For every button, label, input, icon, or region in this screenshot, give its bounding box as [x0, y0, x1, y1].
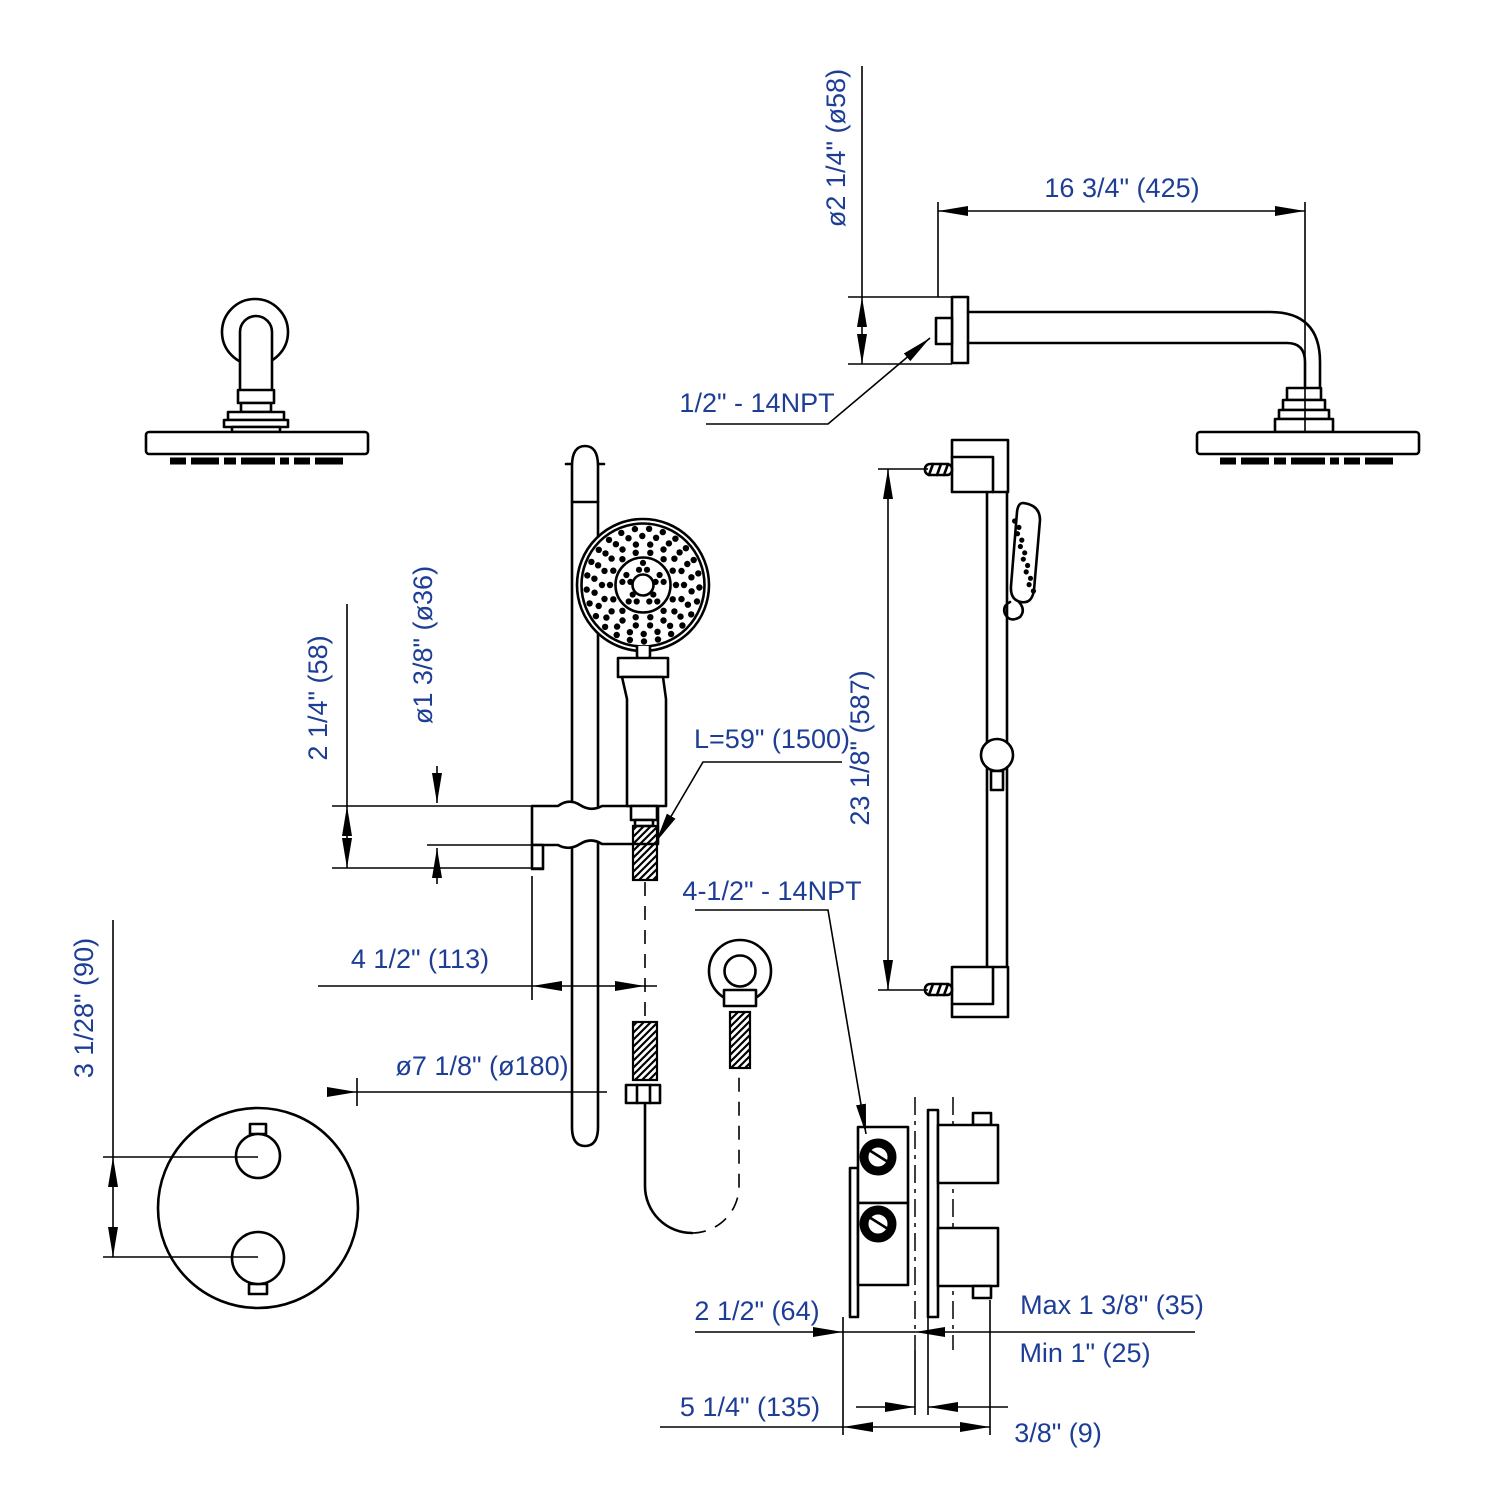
slider-lock-knob — [979, 737, 1015, 773]
bottom-wall-bracket — [950, 965, 1010, 1019]
slide-bar-side-tube — [985, 490, 1009, 969]
valve-trim-plate-edge — [926, 1108, 940, 1319]
wall-flange-plate — [950, 295, 970, 365]
hand-shower-face-inner — [614, 556, 672, 614]
hand-shower-front-view — [575, 517, 711, 882]
dim-outlet-thread: 4-1/2" - 14NPT — [682, 876, 861, 906]
shower-head-disc-side — [1195, 430, 1421, 456]
hand-shower-hose — [624, 882, 740, 1235]
hand-shower-handle — [620, 675, 668, 808]
hose-thread-mid — [631, 1020, 659, 1082]
valve-side-view — [848, 1097, 1000, 1350]
valve-trim-front-view — [103, 1106, 360, 1310]
hand-shower-side-spray-dots — [1012, 518, 1036, 594]
dim-plate-thickness: 3/8" (9) — [1014, 1418, 1102, 1448]
dim-holder-offset: 4 1/2" (113) — [351, 944, 489, 974]
dim-slidebar-length: 23 1/8" (587) — [845, 670, 875, 825]
dim-trim-diameter: ø7 1/8" (ø180) — [395, 1051, 568, 1081]
hand-shower-neck — [616, 656, 670, 679]
hand-shower-center-jets — [619, 559, 667, 605]
dim-valve-depth: 2 1/2" (64) — [694, 1296, 819, 1326]
dim-wall-max: Max 1 3/8" (35) — [1020, 1290, 1204, 1320]
dim-arm-reach: 16 3/4" (425) — [1044, 173, 1199, 203]
hose-loop-solid — [643, 1101, 694, 1235]
slide-bar-top-cap — [564, 444, 606, 504]
dim-handshower-diameter: ø1 3/8" (ø36) — [408, 566, 438, 724]
diverter-knob — [234, 1132, 282, 1180]
hang-hook — [1002, 600, 1025, 621]
temperature-knob — [230, 1230, 286, 1286]
wall-fitting — [934, 316, 954, 346]
valve-cartridge-upper — [936, 1123, 1000, 1185]
hose-nut — [624, 1083, 662, 1105]
rain-shower-head-front-view — [144, 297, 370, 465]
wall-supply-outlet — [707, 938, 773, 1070]
hand-shower-spray-dots — [583, 525, 703, 645]
shower-arm-tube — [238, 314, 274, 394]
hand-shower-side-view — [1002, 501, 1042, 621]
outlet-thread — [728, 1010, 752, 1070]
dim-hose-length: L=59" (1500) — [694, 724, 850, 754]
top-wall-bracket — [950, 438, 1010, 494]
shower-head-disc — [144, 430, 370, 456]
dim-knob-spacing: 3 1/28" (90) — [69, 938, 99, 1078]
dimension-labels: 16 3/4" (425) ø2 1/4" (ø58) 1/2" - 14NPT… — [69, 69, 1204, 1448]
dim-valve-width: 5 1/4" (135) — [680, 1392, 820, 1422]
outlet-nut — [722, 988, 758, 1008]
rain-shower-arm-side-view — [934, 295, 1421, 465]
dim-arm-thread: 1/2" - 14NPT — [679, 388, 834, 418]
dim-arm-diameter: ø2 1/4" (ø58) — [821, 69, 851, 227]
dim-holder-height: 2 1/4" (58) — [303, 635, 333, 760]
slide-bar-side-view — [923, 438, 1042, 1019]
hose-loop-hidden — [691, 1074, 740, 1234]
hose-thread-upper — [631, 824, 659, 882]
trim-plate-circle — [156, 1106, 360, 1310]
holder-bracket — [530, 843, 545, 871]
dimension-linework — [108, 66, 1306, 1435]
dim-wall-min: Min 1" (25) — [1019, 1338, 1150, 1368]
hand-shower-center-hole — [631, 573, 655, 597]
valve-cartridge-lower — [936, 1226, 1000, 1288]
